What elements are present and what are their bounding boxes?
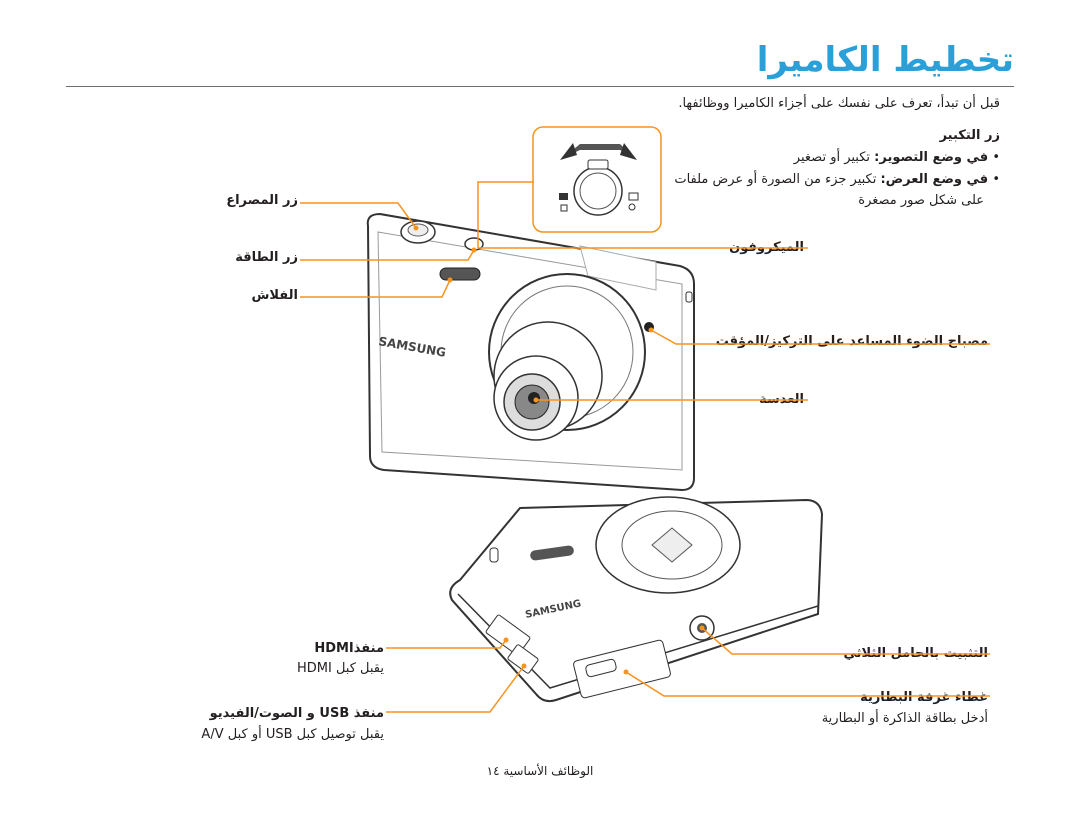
callout-power — [300, 249, 475, 261]
bottom-flash-grill — [530, 545, 574, 561]
strap-eyelet — [685, 291, 693, 303]
callout-dots — [413, 225, 705, 675]
wide-icon — [559, 193, 568, 200]
flash-window — [579, 245, 657, 291]
bullet-dot: • — [988, 172, 1000, 187]
label-flash: الفلاش — [251, 288, 298, 303]
label-hdmi-port-desc: يقبل كبل HDMI — [296, 661, 384, 676]
zoom-arrow-right-icon — [620, 143, 637, 160]
callout-battery — [625, 671, 990, 697]
zoom-arrow-left-icon — [560, 143, 577, 160]
callout-lines — [300, 181, 990, 713]
callout-dot — [413, 225, 419, 231]
callout-dot — [503, 637, 509, 643]
label-battery-cover: غطاء غرفة البطارية — [860, 690, 988, 705]
shutter-dial-inner — [579, 172, 617, 210]
bottom-lens-shutter — [651, 527, 693, 563]
zoom-bullet-playback-text: تكبير جزء من الصورة أو عرض ملفات — [674, 172, 881, 187]
zoom-lever-tab — [587, 159, 609, 170]
usb-av-port — [507, 644, 539, 674]
label-power-button: زر الطاقة — [235, 250, 298, 265]
intro-text: قبل أن تبدأ، تعرف على نفسك على أجزاء الك… — [678, 96, 1000, 111]
zoom-arc-icon — [563, 144, 635, 158]
camera-bottom-edge — [457, 593, 819, 689]
page-title: تخطيط الكاميرا — [756, 40, 1014, 80]
shutter-button-top — [407, 223, 429, 237]
callout-dot — [447, 277, 453, 283]
callout-dot — [623, 669, 629, 675]
zoom-bullet-playback: • في وضع العرض: تكبير جزء من الصورة أو ع… — [674, 172, 1000, 187]
callout-dot — [471, 247, 477, 253]
callout-tripod — [701, 627, 990, 655]
zoom-bullet-shooting-text: تكبير أو تصغير — [793, 150, 875, 165]
zoom-bullet-shooting: • في وضع التصوير: تكبير أو تصغير — [794, 150, 1000, 165]
callout-dot — [521, 663, 527, 669]
label-battery-cover-desc: أدخل بطاقة الذاكرة أو البطارية — [821, 711, 988, 726]
tele-icon — [628, 192, 639, 201]
magnify-icon — [628, 203, 636, 211]
callout-usb — [386, 665, 525, 713]
camera-front: SAMSUNG — [366, 212, 695, 492]
camera-bottom: SAMSUNG — [449, 496, 824, 703]
bottom-strap-eyelet — [489, 547, 499, 563]
callout-af-lamp — [650, 329, 990, 345]
flash-grill — [439, 267, 481, 281]
label-af-lamp: مصباح الضوء المساعد على التركيز/المؤقت — [715, 334, 988, 349]
flash-grill-body — [439, 267, 481, 281]
battery-cover — [573, 639, 671, 699]
callout-flash — [300, 279, 451, 298]
label-shutter-button: زر المصراع — [226, 193, 298, 208]
callout-zoom — [477, 181, 534, 248]
callout-hdmi — [386, 639, 507, 649]
battery-cover-latch — [585, 658, 617, 678]
camera-front-inner-edge — [377, 231, 683, 471]
callout-dot — [648, 327, 654, 333]
lens-center — [528, 392, 540, 404]
label-usb-av-port: منفذ USB و الصوت/الفيديو — [209, 706, 384, 721]
zoom-button-heading: زر التكبير — [939, 128, 1000, 143]
title-rule — [66, 86, 1014, 87]
label-hdmi-port: منفذHDMI — [314, 641, 384, 656]
zoom-inset — [532, 126, 662, 233]
callout-dot — [699, 625, 705, 631]
thumbnail-icon — [560, 204, 568, 212]
label-usb-av-port-desc: يقبل توصيل كبل USB أو كبل A/V — [201, 727, 384, 742]
bullet-dot: • — [988, 150, 1000, 165]
zoom-bullet-shooting-bold: في وضع التصوير: — [874, 150, 989, 165]
zoom-bullet-playback-bold: في وضع العرض: — [880, 172, 989, 187]
page-footer: الوظائف الأساسية ١٤ — [486, 764, 594, 778]
callout-shutter — [300, 202, 417, 229]
callout-dot — [533, 397, 539, 403]
zoom-bullet-playback-cont: على شكل صور مصغرة — [858, 193, 984, 208]
